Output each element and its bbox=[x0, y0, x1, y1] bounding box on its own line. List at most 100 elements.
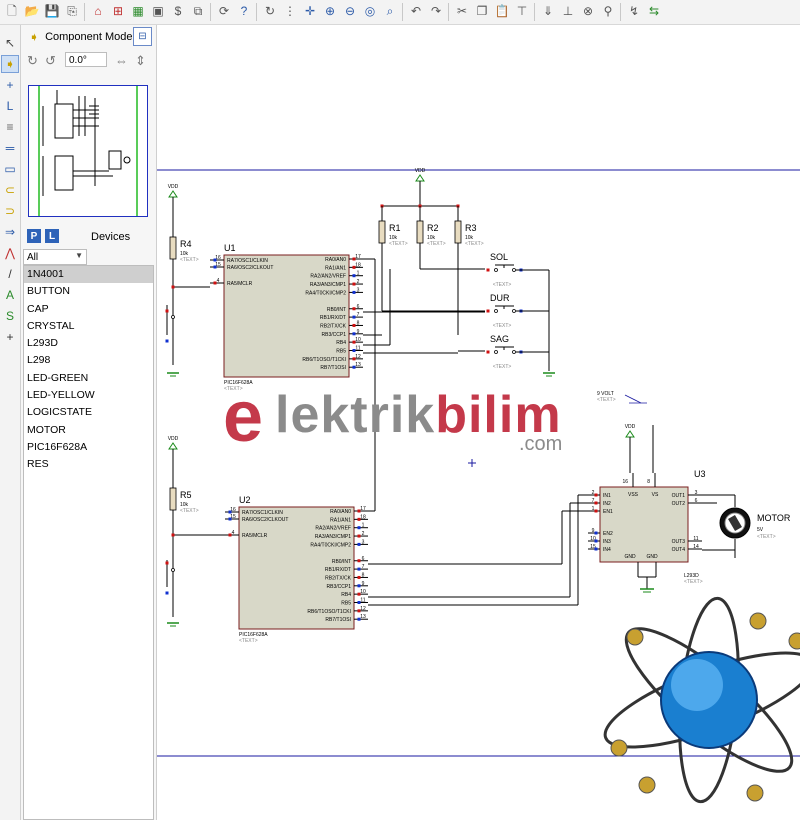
wire-label-icon[interactable]: L bbox=[6, 99, 14, 113]
device-item[interactable]: PIC16F628A bbox=[27, 440, 88, 453]
buses-mode-icon[interactable]: ═ bbox=[5, 141, 15, 155]
zoom-all-icon[interactable]: ◎ bbox=[364, 4, 376, 18]
subcircuit-icon[interactable]: ▭ bbox=[4, 162, 16, 176]
watermark-com: .com bbox=[519, 433, 563, 455]
schematic-icon[interactable]: ⊞ bbox=[112, 4, 124, 18]
device-item[interactable]: RES bbox=[27, 458, 49, 471]
overview-window[interactable] bbox=[28, 85, 148, 217]
u1-pin-marker bbox=[213, 258, 217, 262]
u3-pin-marker bbox=[594, 539, 598, 543]
junction-mode-icon[interactable]: + bbox=[6, 78, 14, 92]
u3-pin-num: 8 bbox=[647, 479, 650, 485]
u1-pin-name: RB2/TX/CK bbox=[320, 323, 347, 329]
u2-pin-num: 15 bbox=[230, 514, 236, 520]
block-delete-icon[interactable]: ⊗ bbox=[582, 4, 594, 18]
device-item[interactable]: MOTOR bbox=[27, 423, 66, 436]
design-explorer-icon[interactable]: ⧉ bbox=[193, 4, 203, 18]
u1-pin-marker bbox=[352, 357, 356, 361]
u2-pin-marker bbox=[228, 517, 232, 521]
mirror-vertical-icon[interactable]: ⇕ bbox=[135, 53, 146, 68]
component-mode-icon[interactable]: ➧ bbox=[1, 55, 19, 73]
grid-icon[interactable]: ⋮ bbox=[284, 4, 296, 18]
rotate-ccw-icon[interactable]: ↺ bbox=[45, 53, 56, 68]
u2-pin-marker bbox=[357, 534, 361, 538]
mirror-horizontal-icon[interactable]: ⇔ bbox=[115, 53, 128, 68]
device-item[interactable]: L298 bbox=[27, 354, 51, 367]
generator-icon[interactable]: ⇒ bbox=[4, 225, 16, 239]
zoom-out-icon[interactable]: ⊖ bbox=[344, 4, 356, 18]
device-item[interactable]: BUTTON bbox=[27, 285, 70, 298]
button-contact bbox=[512, 268, 516, 272]
bom-icon[interactable]: $ bbox=[174, 4, 182, 18]
terminals-icon[interactable]: ⊂ bbox=[4, 183, 16, 197]
copy-icon[interactable]: ❐ bbox=[476, 4, 488, 18]
device-pins-icon[interactable]: ⊃ bbox=[4, 204, 16, 218]
u2-pin-name: RA4/T0CKI/CMP2 bbox=[310, 542, 351, 548]
r3-ref: R3 bbox=[465, 223, 477, 233]
marker-tool-icon[interactable]: + bbox=[6, 330, 14, 344]
pick-devices-button[interactable]: ⊟ bbox=[133, 27, 152, 46]
rotate-cw-icon[interactable]: ↻ bbox=[27, 53, 38, 68]
u3-pin-num: 15 bbox=[590, 544, 596, 550]
device-item[interactable]: LED-GREEN bbox=[27, 371, 89, 384]
cut-icon[interactable]: ✂ bbox=[456, 4, 468, 18]
pick-device-icon[interactable]: ⚲ bbox=[603, 4, 613, 18]
paste-icon[interactable]: 📋 bbox=[494, 4, 510, 18]
help-icon[interactable]: ? bbox=[240, 4, 248, 18]
redo-icon[interactable]: ↷ bbox=[430, 4, 442, 18]
u3-pin-name: VSS bbox=[628, 492, 639, 498]
make-device-icon[interactable]: ↯ bbox=[628, 4, 640, 18]
pcb-icon[interactable]: ▦ bbox=[132, 4, 144, 18]
text-script-icon[interactable]: ≡ bbox=[6, 120, 14, 134]
u3-pin-name: OUT4 bbox=[672, 547, 686, 553]
zoom-in-icon[interactable]: ⊕ bbox=[324, 4, 336, 18]
rotation-controls: ↻ ↺ 0.0° ⇔ ⇕ bbox=[25, 51, 152, 71]
pin-marker bbox=[165, 339, 169, 343]
home-icon[interactable]: ⌂ bbox=[94, 4, 102, 18]
device-item[interactable]: LOGICSTATE bbox=[27, 406, 92, 419]
u1-pin-num: 18 bbox=[355, 262, 361, 268]
symbol-tool-icon[interactable]: S bbox=[5, 309, 14, 323]
open-folder-icon[interactable]: 📂 bbox=[24, 4, 40, 18]
block-move-icon[interactable]: ⇓ bbox=[542, 4, 554, 18]
undo-icon[interactable]: ↶ bbox=[410, 4, 422, 18]
device-item[interactable]: CAP bbox=[27, 302, 49, 315]
rotation-angle-input[interactable]: 0.0° bbox=[65, 52, 107, 67]
device-item[interactable]: CRYSTAL bbox=[27, 319, 75, 332]
refresh-icon[interactable]: ↻ bbox=[264, 4, 276, 18]
block-copy-icon[interactable]: ⊤ bbox=[516, 4, 528, 18]
r5-text: <TEXT> bbox=[180, 508, 199, 514]
wire-autorouter-icon[interactable]: ⇆ bbox=[648, 4, 660, 18]
graph-mode-icon[interactable]: ⋀ bbox=[5, 246, 15, 260]
u2-part: PIC16F628A bbox=[239, 632, 268, 638]
watermark-lektrik: lektrik bbox=[275, 386, 436, 444]
block-rotate-icon[interactable]: ⊥ bbox=[562, 4, 574, 18]
pin-marker bbox=[165, 309, 169, 313]
device-item[interactable]: LED-YELLOW bbox=[27, 389, 95, 402]
gerber-icon[interactable]: ▣ bbox=[152, 4, 164, 18]
save-icon[interactable]: 💾 bbox=[44, 4, 60, 18]
line-tool-icon[interactable]: / bbox=[8, 267, 12, 281]
zoom-area-icon[interactable]: ⌕ bbox=[386, 4, 394, 18]
pick-device-button[interactable]: P bbox=[27, 229, 41, 243]
u3-part: L293D bbox=[684, 573, 699, 579]
device-item[interactable]: 1N4001 bbox=[24, 266, 153, 284]
origin-icon[interactable]: ✛ bbox=[304, 4, 316, 18]
overview-map bbox=[38, 86, 138, 216]
text-tool-icon[interactable]: A bbox=[5, 288, 14, 302]
device-filter-select[interactable]: All ▼ bbox=[23, 249, 87, 265]
device-item[interactable]: L293D bbox=[27, 337, 58, 350]
r1-ref: R1 bbox=[389, 223, 401, 233]
r2-value: 10k bbox=[427, 235, 436, 241]
new-file-icon[interactable]: 🗋 bbox=[7, 4, 17, 18]
u3-pin-num: 11 bbox=[693, 536, 698, 542]
library-manager-button[interactable]: L bbox=[45, 229, 59, 243]
rotate-icon[interactable]: ⟳ bbox=[218, 4, 230, 18]
selection-mode-icon[interactable]: ↖ bbox=[4, 36, 16, 50]
u2-pin-num: 7 bbox=[362, 564, 365, 570]
import-icon[interactable]: ⎘ bbox=[67, 4, 77, 18]
u2-pin-num: 11 bbox=[360, 598, 365, 604]
